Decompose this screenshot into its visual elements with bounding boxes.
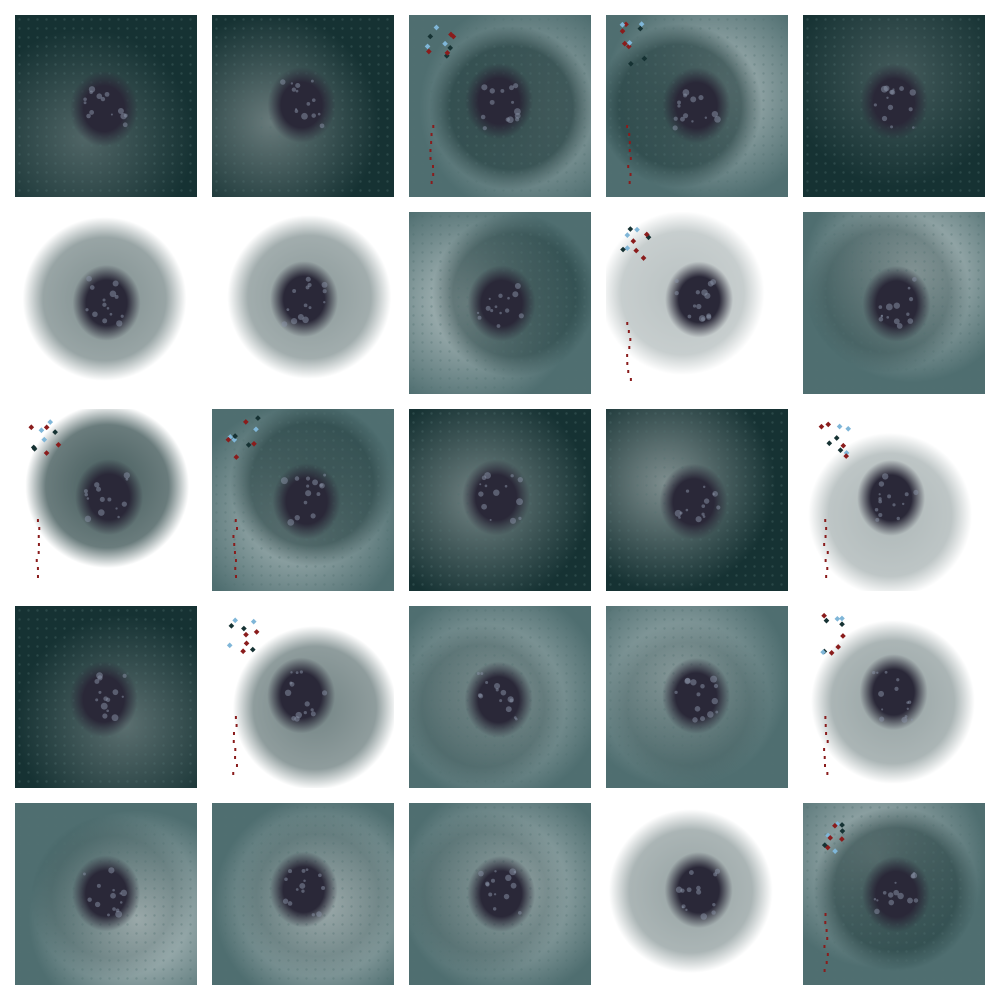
generated-sample-tile: [15, 803, 197, 985]
generated-sample-tile: [212, 606, 394, 788]
generated-sample-tile: [212, 803, 394, 985]
generated-sample-tile: [15, 606, 197, 788]
generated-sample-tile: [803, 15, 985, 197]
generated-sample-tile: [212, 409, 394, 591]
generated-sample-tile: [409, 606, 591, 788]
generated-sample-tile: [212, 212, 394, 394]
generated-sample-tile: [803, 803, 985, 985]
generated-sample-tile: [409, 15, 591, 197]
generated-sample-tile: [409, 803, 591, 985]
generated-sample-tile: [606, 606, 788, 788]
generated-sample-tile: [606, 409, 788, 591]
generated-sample-tile: [803, 409, 985, 591]
generated-sample-tile: [606, 212, 788, 394]
generated-sample-tile: [803, 212, 985, 394]
generated-sample-tile: [803, 606, 985, 788]
generated-sample-tile: [409, 212, 591, 394]
generated-sample-tile: [212, 15, 394, 197]
generated-sample-tile: [15, 409, 197, 591]
generated-sample-tile: [606, 15, 788, 197]
generated-sample-tile: [15, 15, 197, 197]
generated-sample-tile: [15, 212, 197, 394]
generated-sample-tile: [606, 803, 788, 985]
generated-sample-tile: [409, 409, 591, 591]
